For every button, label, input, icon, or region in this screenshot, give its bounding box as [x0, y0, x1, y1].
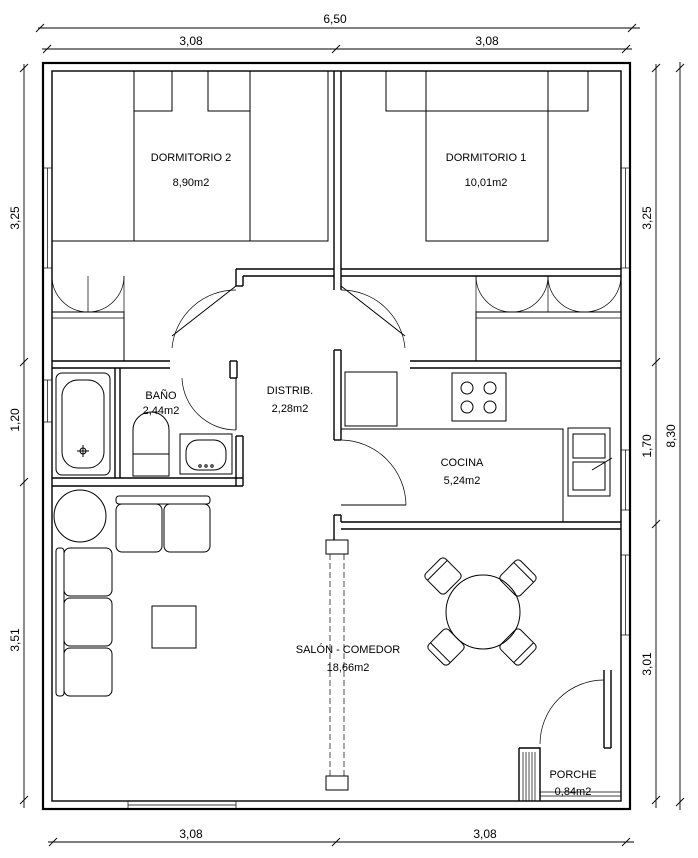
- exterior-walls: [41, 61, 632, 811]
- dim-right-top-label: 3,25: [640, 206, 654, 230]
- bathtub: [55, 372, 111, 476]
- bed-dormitorio-1: [385, 70, 589, 242]
- room-name: DORMITORIO 1: [446, 152, 526, 164]
- dim-left-bottom-label: 3,51: [8, 628, 22, 652]
- wardrobe-dormitorio-1: [475, 275, 622, 362]
- room-name: DORMITORIO 2: [151, 152, 231, 164]
- wardrobe-dormitorio-2: [51, 275, 125, 362]
- sofa-set: [53, 489, 211, 697]
- room-name: BAÑO: [145, 389, 177, 402]
- windows: [42, 167, 631, 810]
- dimension-left: 3,25 1,20 3,51: [8, 63, 29, 808]
- room-label-cocina: COCINA 5,24m2: [441, 457, 484, 487]
- room-label-bano: BAÑO 2,44m2: [143, 389, 180, 417]
- room-area: 2,44m2: [143, 405, 180, 417]
- interior-walls: [52, 71, 621, 801]
- dimension-right-inner: 3,25 1,70 3,01: [640, 63, 661, 808]
- room-area: 18,66m2: [327, 662, 370, 674]
- toilet: [132, 411, 170, 477]
- dimension-bottom: 3,08 3,08: [48, 827, 634, 847]
- dim-bottom-left-label: 3,08: [179, 827, 203, 841]
- kitchen-sink: [567, 427, 613, 497]
- room-label-porche: PORCHE 0,84m2: [549, 769, 596, 798]
- room-area: 10,01m2: [465, 177, 508, 189]
- dim-top-left-label: 3,08: [179, 34, 203, 48]
- dim-left-top-label: 3,25: [8, 206, 22, 230]
- room-name: COCINA: [441, 457, 484, 469]
- dimension-right-total: 8,30: [664, 62, 685, 810]
- dim-top-right-label: 3,08: [475, 34, 499, 48]
- room-area: 8,90m2: [173, 177, 210, 189]
- dining-table: [424, 557, 537, 666]
- dimension-top-left: 3,08: [42, 34, 341, 54]
- dimension-top-total: 6,50: [35, 12, 640, 33]
- room-label-dormitorio-2: DORMITORIO 2 8,90m2: [151, 152, 231, 189]
- dim-right-bottom-label: 3,01: [640, 652, 654, 676]
- stove: [451, 372, 507, 422]
- bed-dormitorio-2: [51, 70, 329, 242]
- dim-right-mid-label: 1,70: [640, 434, 654, 458]
- room-area: 2,28m2: [272, 403, 309, 415]
- room-label-distrib: DISTRIB. 2,28m2: [267, 385, 313, 415]
- room-label-dormitorio-1: DORMITORIO 1 10,01m2: [446, 152, 526, 189]
- room-name: SALÓN - COMEDOR: [296, 643, 401, 656]
- porch-hatch: [522, 752, 621, 801]
- dim-left-mid-label: 1,20: [8, 408, 22, 432]
- dim-right-total-label: 8,30: [664, 424, 678, 448]
- room-area: 0,84m2: [555, 786, 592, 798]
- kitchen-counter: [341, 371, 564, 522]
- room-area: 5,24m2: [444, 475, 481, 487]
- dimension-top-right: 3,08: [336, 34, 632, 54]
- room-name: PORCHE: [549, 769, 596, 781]
- doors: [171, 285, 605, 745]
- dim-bottom-right-label: 3,08: [473, 827, 497, 841]
- washbasin: [179, 433, 233, 475]
- dim-top-total-label: 6,50: [323, 12, 347, 26]
- sliding-partition: [325, 539, 349, 791]
- room-name: DISTRIB.: [267, 385, 313, 397]
- room-label-salon: SALÓN - COMEDOR 18,66m2: [296, 643, 401, 674]
